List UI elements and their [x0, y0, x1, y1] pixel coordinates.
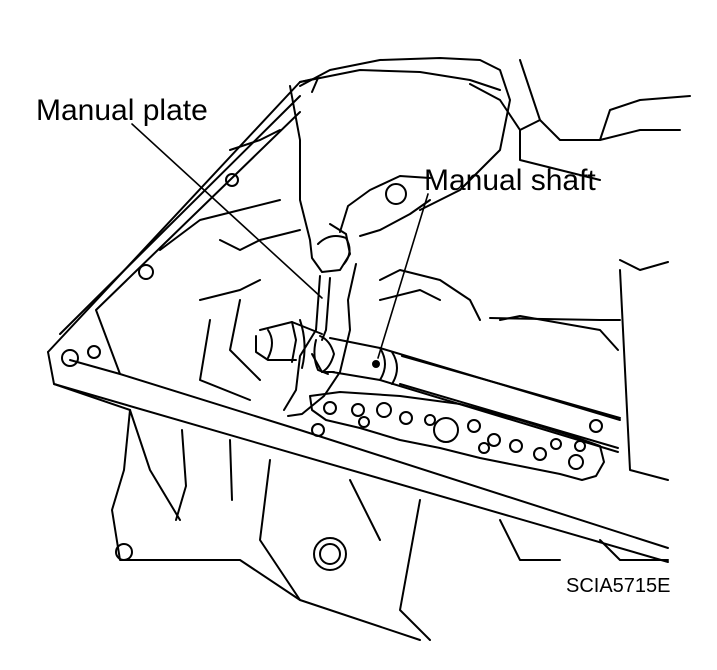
inner-casing — [159, 59, 691, 481]
leader-lines — [131, 123, 429, 359]
manual-shaft — [255, 319, 621, 453]
figure-code: SCIA5715E — [566, 575, 671, 597]
manual-shaft-leader — [377, 193, 429, 359]
housing-outline — [47, 77, 669, 641]
hand — [219, 57, 511, 273]
separator-plate — [309, 391, 605, 481]
manual-shaft-label: Manual shaft — [424, 164, 596, 197]
casing-bolt-holes — [61, 173, 603, 571]
manual-plate-leader — [131, 123, 323, 299]
manual-plate-label: Manual plate — [36, 94, 208, 127]
